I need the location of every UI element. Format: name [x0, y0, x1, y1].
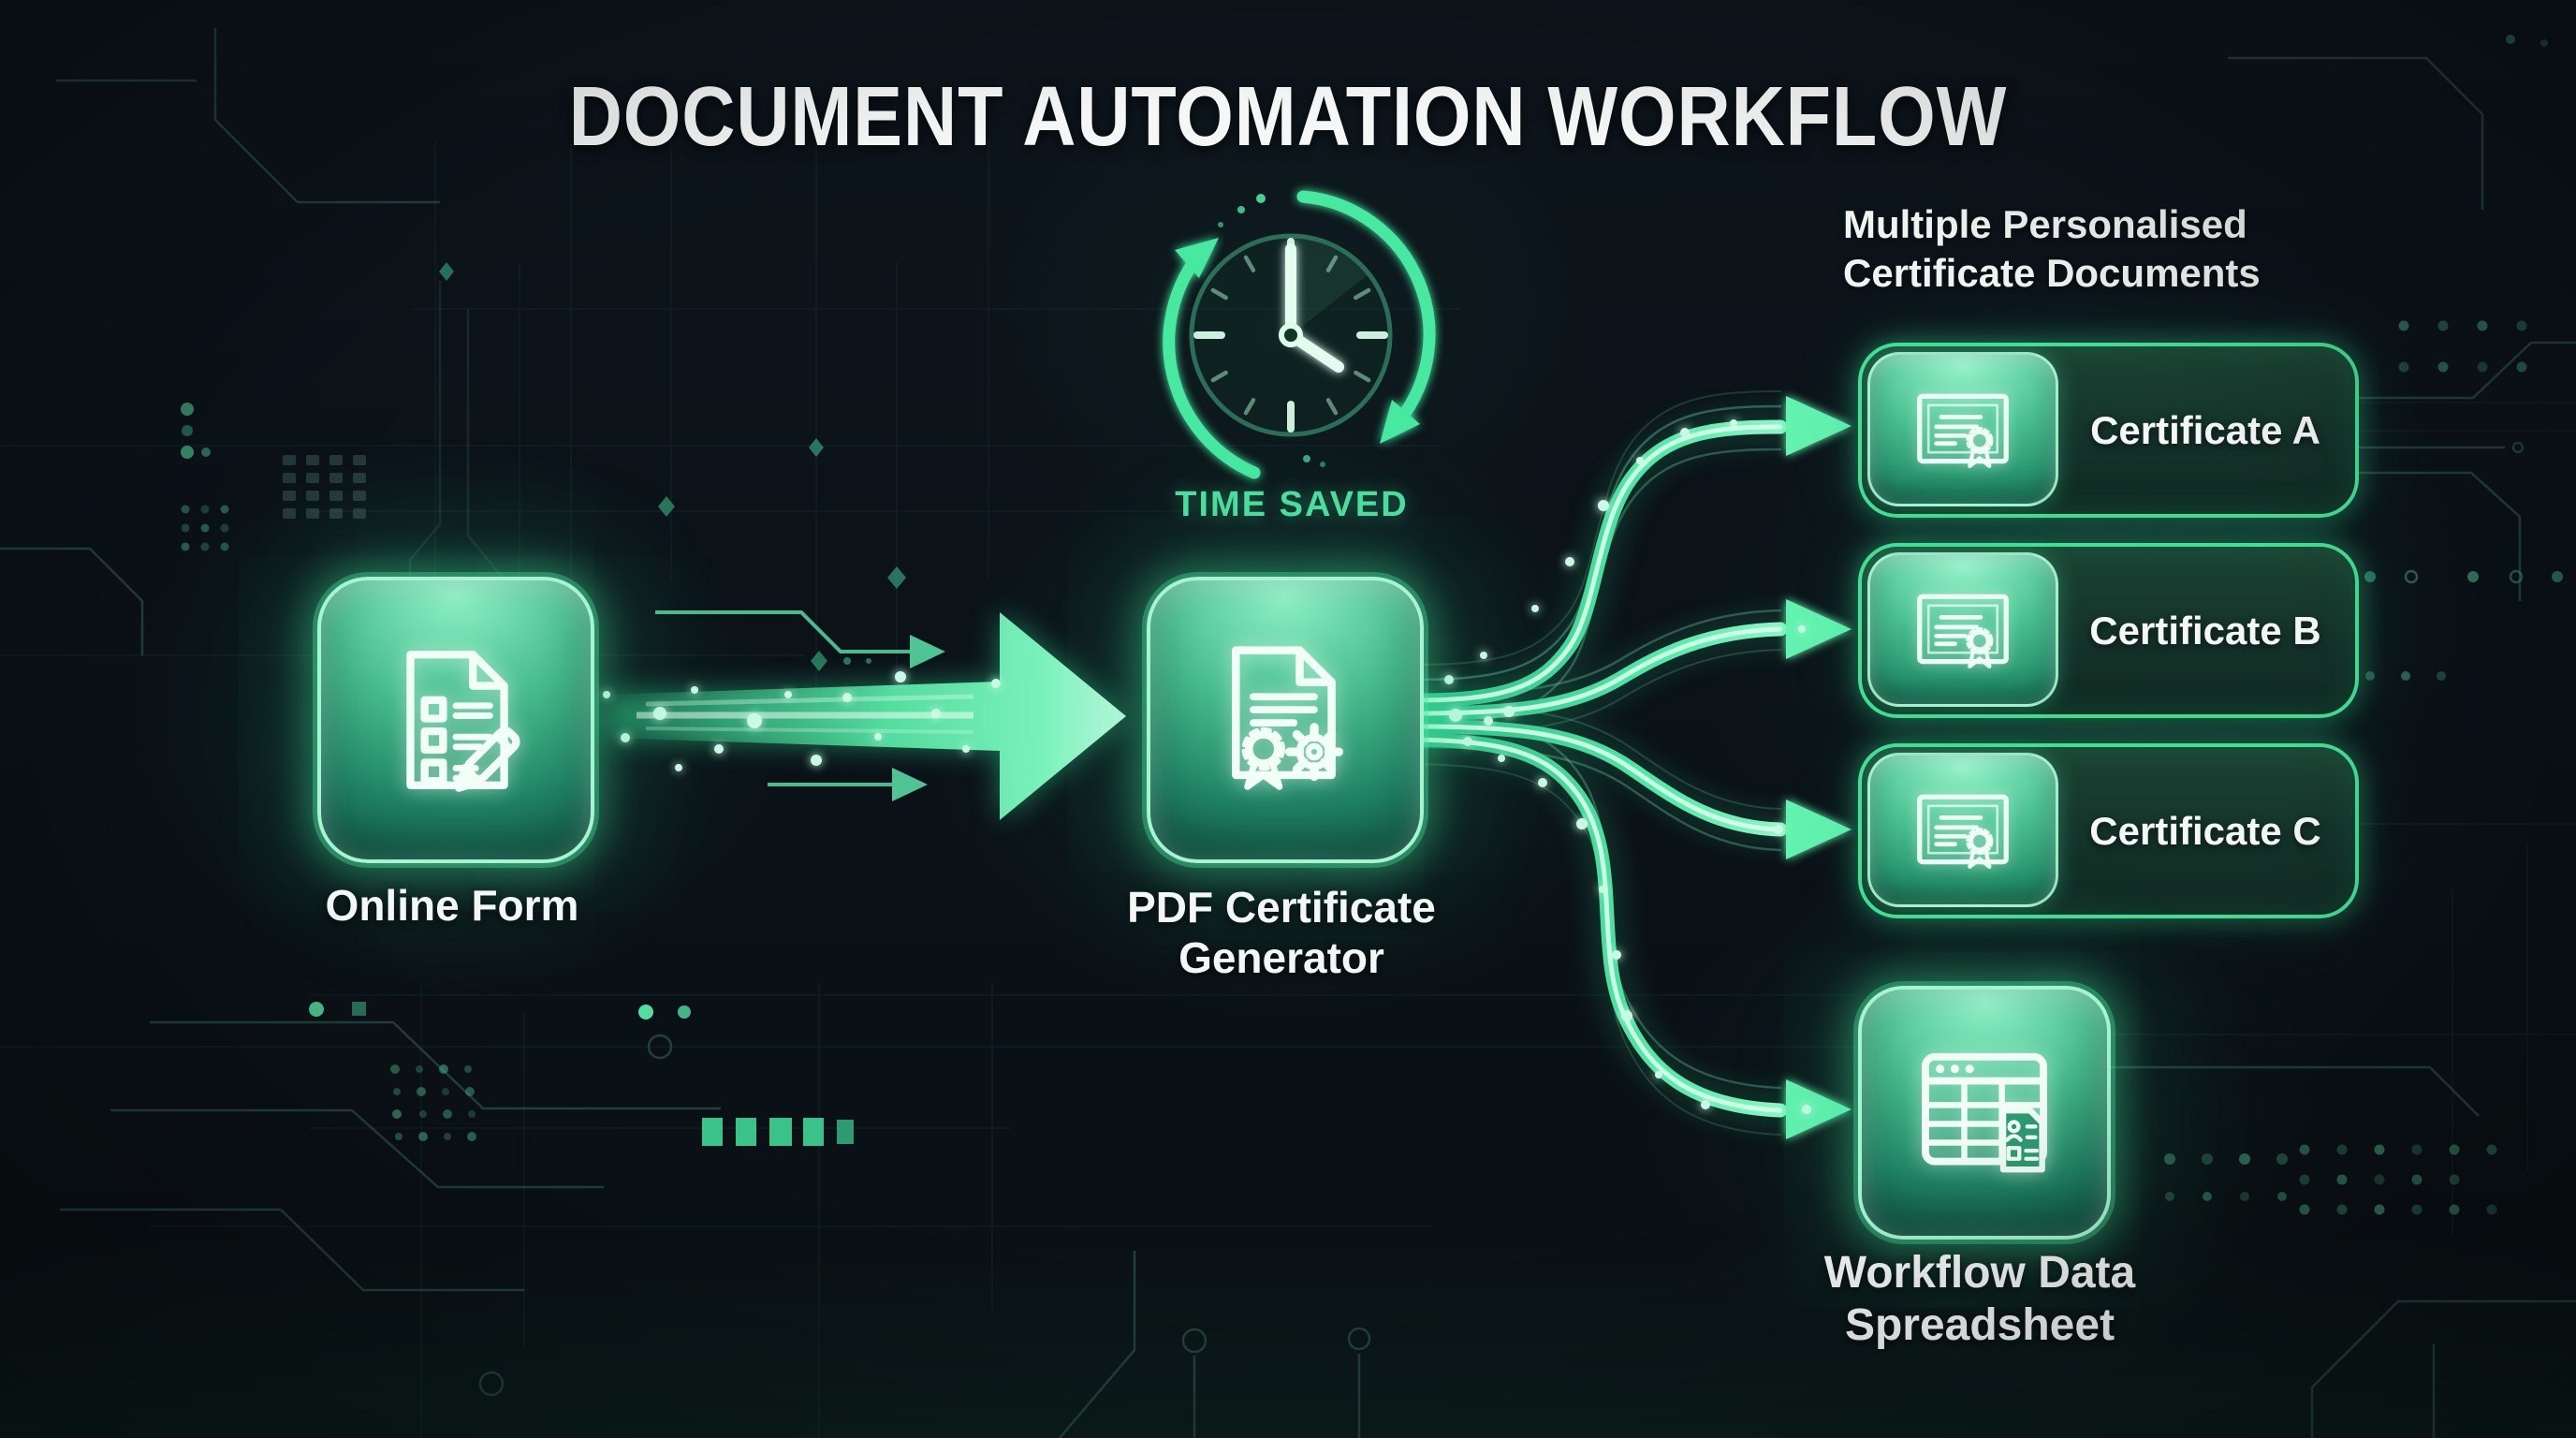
certificate-tile: [1867, 352, 2058, 506]
node-spreadsheet-label-line1: Workflow Data: [1823, 1248, 2136, 1298]
certificate-icon: [1904, 571, 2022, 689]
node-pdf-generator-label: PDF Certificate Generator: [1109, 882, 1454, 983]
node-workflow-data-spreadsheet: [1858, 986, 2111, 1240]
certificate-tile: [1867, 753, 2058, 907]
node-pdf-certificate-generator: [1147, 577, 1424, 863]
outputs-header: Multiple Personalised Certificate Docume…: [1843, 200, 2261, 298]
node-online-form-label: Online Form: [325, 881, 579, 930]
node-spreadsheet-label-line2: Spreadsheet: [1844, 1300, 2115, 1350]
node-spreadsheet-label: Workflow Data Spreadsheet: [1746, 1247, 2214, 1352]
card-certificate-c: Certificate C: [1858, 743, 2359, 918]
circuit-traces: [0, 28, 2576, 1438]
node-pdf-generator-label-line2: Generator: [1178, 933, 1384, 982]
dot-clusters: [181, 35, 2563, 1215]
form-document-pencil-icon: [371, 635, 541, 805]
spreadsheet-table-icon: [1904, 1033, 2065, 1194]
card-certificate-b-label: Certificate B: [2089, 608, 2321, 653]
page-title: DOCUMENT AUTOMATION WORKFLOW: [568, 70, 2008, 164]
node-pdf-generator-label-line1: PDF Certificate: [1127, 883, 1436, 932]
main-flow-arrow: [607, 612, 1126, 820]
certificate-icon: [1904, 771, 2022, 889]
clock-refresh-icon: [1163, 190, 1436, 479]
card-certificate-c-label: Certificate C: [2089, 808, 2321, 853]
card-certificate-a: Certificate A: [1858, 343, 2359, 518]
certificate-document-gear-icon: [1198, 633, 1372, 807]
branch-arrowheads: [1786, 396, 1852, 1139]
card-certificate-b: Certificate B: [1858, 543, 2359, 718]
outputs-header-line1: Multiple Personalised: [1843, 202, 2247, 246]
bright-dash-row: [309, 1002, 854, 1146]
certificate-tile: [1867, 552, 2058, 707]
circuit-pads-cluster: [283, 455, 366, 519]
grid-lines: [0, 140, 2576, 1438]
circuit-junction-diamonds: [439, 262, 906, 671]
card-certificate-a-label: Certificate A: [2090, 407, 2320, 452]
glow-particles: [603, 419, 1811, 1114]
outputs-header-line2: Certificate Documents: [1843, 251, 2261, 295]
certificate-icon: [1904, 371, 2022, 489]
thin-circuit-arrows: [655, 610, 945, 801]
time-saved-label: TIME SAVED: [1175, 485, 1409, 524]
node-online-form: [317, 577, 594, 863]
